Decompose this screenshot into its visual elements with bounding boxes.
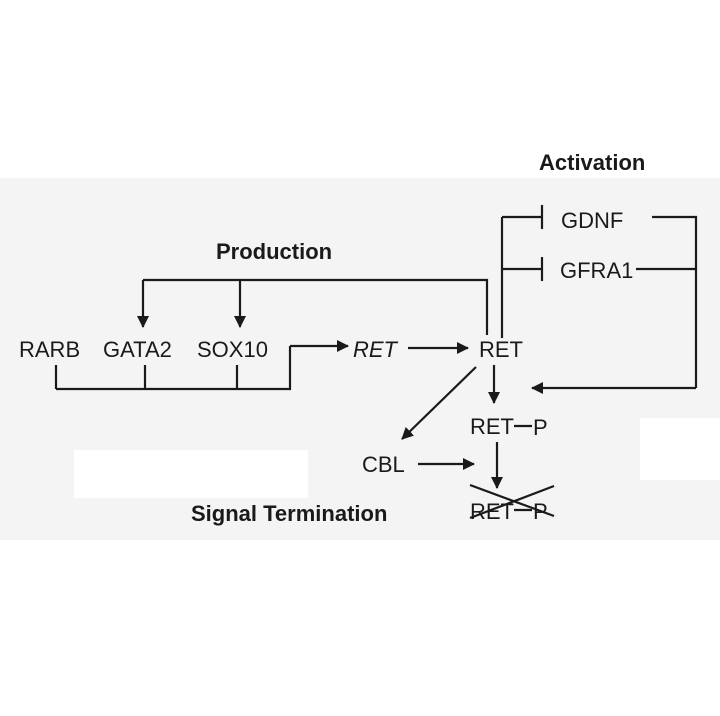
tf-bracket-base bbox=[56, 346, 292, 391]
white-patch-right bbox=[640, 418, 720, 480]
heading-production: Production bbox=[216, 239, 332, 264]
heading-signal-termination: Signal Termination bbox=[191, 501, 387, 526]
node-cbl: CBL bbox=[362, 452, 405, 477]
node-ret-p-p: P bbox=[533, 415, 548, 440]
degradation-cross-a bbox=[469, 483, 555, 518]
heading-activation: Activation bbox=[539, 150, 645, 175]
node-ret-protein: RET bbox=[479, 337, 523, 362]
arrow-ret-to-cbl bbox=[401, 366, 477, 440]
node-ret-gene: RET bbox=[353, 337, 399, 362]
node-gdnf: GDNF bbox=[561, 208, 623, 233]
feedback-line bbox=[143, 278, 489, 335]
node-gata2: GATA2 bbox=[103, 337, 172, 362]
node-rarb: RARB bbox=[19, 337, 80, 362]
gdnf-out bbox=[652, 215, 698, 388]
node-ret-p-ret: RET bbox=[470, 414, 514, 439]
node-gfra1: GFRA1 bbox=[560, 258, 633, 283]
degradation-cross-b bbox=[469, 484, 555, 520]
node-sox10: SOX10 bbox=[197, 337, 268, 362]
white-patch-left bbox=[74, 450, 308, 498]
